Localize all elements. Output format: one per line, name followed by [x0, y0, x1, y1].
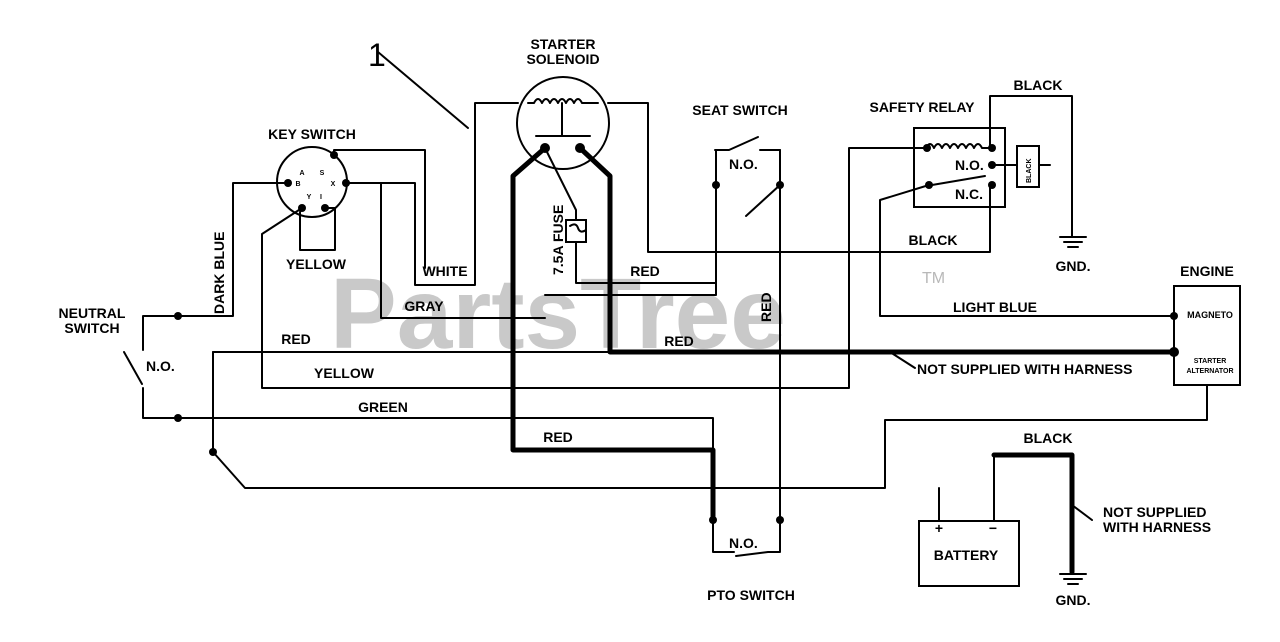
ground-label-1: GND.	[1056, 258, 1091, 274]
neutral-switch-no: N.O.	[146, 358, 175, 374]
gray-wire	[345, 182, 546, 319]
battery-label: BATTERY	[934, 547, 999, 563]
note-not-supplied-2a: NOT SUPPLIED	[1103, 504, 1206, 520]
note-not-supplied-2b: WITH HARNESS	[1103, 519, 1211, 535]
ground-label-2: GND.	[1056, 592, 1091, 608]
battery	[918, 520, 1020, 587]
safety-relay-no: N.O.	[955, 157, 984, 173]
key-terminal-x: X	[331, 181, 336, 188]
black-wire-mid	[607, 102, 991, 253]
note-leader-1	[889, 351, 916, 369]
fuse	[565, 219, 587, 243]
safety-relay	[913, 127, 1040, 208]
label-light-blue: LIGHT BLUE	[953, 299, 1037, 315]
wire-node-left	[209, 448, 217, 456]
callout-leader	[377, 51, 469, 129]
light-blue-wire	[879, 184, 1175, 317]
neutral-switch-label-1: NEUTRAL	[59, 305, 126, 321]
label-red-starter: RED	[664, 333, 694, 349]
fuse-label: 7.5A FUSE	[550, 205, 566, 275]
neutral-switch-label-2: SWITCH	[64, 320, 119, 336]
battery-minus: −	[989, 520, 997, 536]
black-battery-wire	[991, 452, 1075, 575]
seat-left-wire	[544, 149, 717, 296]
seat-switch-label: SEAT SWITCH	[692, 102, 787, 118]
label-green: GREEN	[358, 399, 408, 415]
black-wire-top	[989, 95, 1073, 237]
starter-terminal	[1169, 347, 1179, 357]
label-red-left: RED	[281, 331, 311, 347]
note-not-supplied-1: NOT SUPPLIED WITH HARNESS	[917, 361, 1132, 377]
pto-switch-no: N.O.	[729, 535, 758, 551]
yellow-wire-long	[261, 147, 928, 389]
key-terminal-s: S	[320, 170, 325, 177]
pto-switch-label: PTO SWITCH	[707, 587, 795, 603]
engine-starter-label: STARTER	[1194, 358, 1227, 365]
note-leader-2	[1071, 504, 1093, 521]
label-black-top: BLACK	[1014, 77, 1063, 93]
watermark-trademark: TM	[922, 270, 945, 287]
engine-label: ENGINE	[1180, 263, 1234, 279]
neutral-terminal-bottom	[174, 414, 182, 422]
starter-solenoid-label-2: SOLENOID	[526, 51, 599, 67]
label-black-mid: BLACK	[909, 232, 958, 248]
red-bottom-wire	[510, 145, 716, 523]
neutral-terminal-top	[174, 312, 182, 320]
label-white: WHITE	[422, 263, 467, 279]
key-terminal-y: Y	[307, 194, 312, 201]
battery-plus: +	[935, 520, 943, 536]
red-starter-wire	[577, 145, 1177, 355]
safety-relay-nc: N.C.	[955, 186, 983, 202]
key-terminal-i: I	[320, 194, 322, 201]
key-s-wire	[333, 149, 426, 269]
dark-blue-wire	[177, 182, 289, 317]
safety-relay-label: SAFETY RELAY	[869, 99, 975, 115]
red-fuse-wire	[575, 241, 717, 284]
white-wire	[345, 102, 519, 286]
label-red-seat: RED	[758, 292, 774, 322]
magneto-terminal	[1170, 312, 1178, 320]
label-black-battery: BLACK	[1024, 430, 1073, 446]
callout-number: 1	[368, 37, 386, 73]
key-switch-label: KEY SWITCH	[268, 126, 356, 142]
fuse-feed-wire	[544, 147, 577, 221]
ground-symbol-2	[1059, 573, 1087, 585]
seat-switch-no: N.O.	[729, 156, 758, 172]
seat-switch	[712, 136, 784, 217]
engine-alternator-label: ALTERNATOR	[1186, 368, 1233, 375]
yellow-key-loop	[299, 207, 336, 251]
label-red-bottom: RED	[543, 429, 573, 445]
label-dark-blue: DARK BLUE	[211, 232, 227, 314]
relay-jumper-black-label: BLACK	[1026, 159, 1033, 184]
ground-symbol-1	[1059, 236, 1087, 248]
neutral-switch	[123, 315, 179, 419]
key-terminal-b: B	[295, 181, 300, 188]
label-red-fuse: RED	[630, 263, 660, 279]
starter-solenoid	[516, 76, 610, 170]
label-yellow-long: YELLOW	[314, 365, 375, 381]
label-gray: GRAY	[404, 298, 444, 314]
green-wire	[177, 417, 714, 521]
starter-solenoid-label-1: STARTER	[530, 36, 595, 52]
key-terminal-a: A	[299, 170, 304, 177]
label-yellow-key: YELLOW	[286, 256, 347, 272]
engine-magneto-label: MAGNETO	[1187, 310, 1233, 320]
